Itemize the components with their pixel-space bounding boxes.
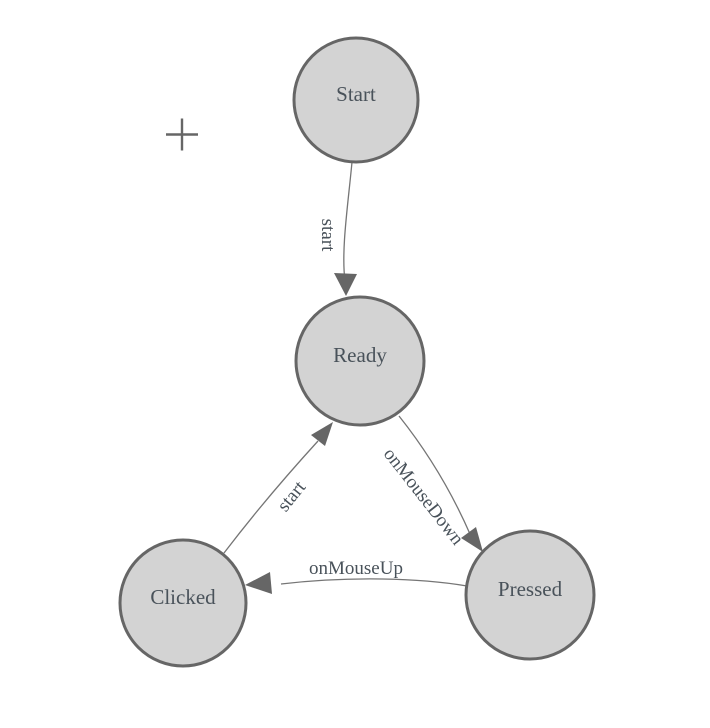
state-label: Start [336, 82, 376, 106]
state-node-clicked: Clicked [118, 538, 248, 668]
state-circle[interactable] [118, 538, 248, 668]
arrowhead-icon [461, 527, 483, 552]
transition-label[interactable]: onMouseDown [379, 444, 468, 550]
arrowhead-icon [245, 572, 272, 594]
state-node-start: Start [292, 36, 420, 164]
transition-label[interactable]: start [317, 219, 338, 252]
arrowhead-icon [334, 273, 357, 296]
state-node-ready: Ready [294, 295, 426, 427]
state-circle[interactable] [292, 36, 420, 164]
transition-edge-pressed-to-clicked: onMouseUp [245, 558, 468, 594]
state-circle[interactable] [464, 529, 596, 661]
crosshair-cursor-icon [166, 118, 198, 151]
state-label: Clicked [150, 585, 216, 609]
state-label: Ready [333, 343, 387, 367]
edge-path[interactable] [398, 415, 471, 535]
transition-label[interactable]: onMouseUp [309, 558, 403, 579]
edge-path[interactable] [223, 440, 319, 554]
arrowhead-icon [311, 422, 333, 446]
transition-label[interactable]: start [273, 477, 310, 516]
state-label: Pressed [498, 577, 563, 601]
state-node-pressed: Pressed [464, 529, 596, 661]
transition-edge-ready-to-pressed: onMouseDown [379, 415, 483, 552]
state-circle[interactable] [294, 295, 426, 427]
edge-path[interactable] [280, 578, 468, 587]
edge-path[interactable] [343, 161, 353, 282]
transition-edge-clicked-to-ready: start [223, 422, 333, 554]
transition-edge-start-to-ready: start [317, 161, 357, 296]
